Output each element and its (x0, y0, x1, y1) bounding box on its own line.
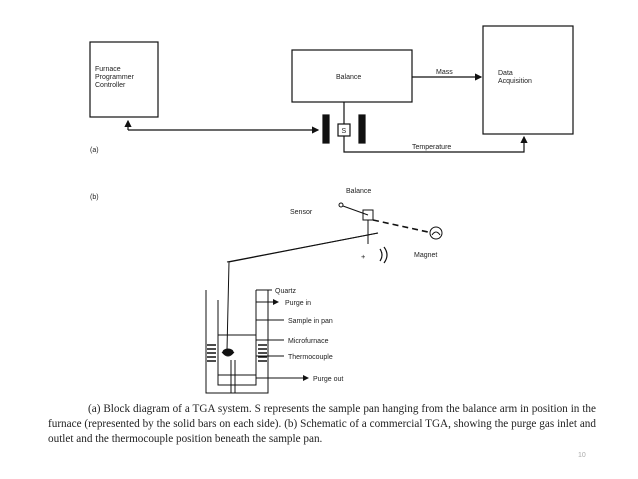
magnet-label: Magnet (414, 252, 437, 259)
lamp-icon (429, 226, 443, 240)
temperature-line (343, 135, 528, 153)
furnace-controller-label-1: Furnace (95, 66, 121, 73)
b-balance-label: Balance (346, 188, 371, 195)
sample-label: S (342, 128, 347, 135)
furnace-bar-left (322, 114, 330, 144)
panel-label-a: (a) (90, 147, 99, 154)
balance-box (291, 49, 413, 103)
sample-in-pan-label: Sample in pan (288, 318, 333, 325)
furnace-controller-label-2: Programmer (95, 74, 135, 81)
microfurnace-label: Microfurnace (288, 338, 329, 345)
schematic-b-labels: (b) Balance Sensor Magnet Quartz Purge i… (90, 188, 437, 383)
sensor-point (338, 202, 344, 208)
data-acquisition-label-2: Acquisition (498, 78, 532, 85)
outer-tube (205, 290, 269, 394)
panel-label-b: (b) (90, 194, 99, 201)
microfurnace (217, 334, 257, 376)
svg-text:+: + (361, 252, 366, 261)
temperature-label: Temperature (412, 144, 451, 151)
furnace-controller-box (89, 41, 159, 118)
figure-caption: (a) Block diagram of a TGA system. S rep… (48, 403, 596, 446)
furnace-bar-right (358, 114, 366, 144)
block-diagram-a-labels: (a) Furnace Programmer Controller Balanc… (90, 66, 532, 154)
block-diagram-a (89, 25, 574, 153)
purge-out-label: Purge out (313, 376, 343, 383)
sensor-label: Sensor (290, 209, 313, 216)
schematic-b: + (205, 202, 443, 394)
thermocouple-label: Thermocouple (288, 354, 333, 361)
furnace-controller-label-3: Controller (95, 82, 126, 89)
data-acquisition-label-1: Data (498, 70, 513, 77)
magnet-icon (379, 246, 388, 264)
quartz-label: Quartz (275, 288, 297, 295)
mass-label: Mass (436, 69, 453, 76)
page-number: 10 (578, 452, 586, 459)
data-acquisition-box (482, 25, 574, 135)
balance-label: Balance (336, 74, 361, 81)
purge-in-label: Purge in (285, 300, 311, 307)
